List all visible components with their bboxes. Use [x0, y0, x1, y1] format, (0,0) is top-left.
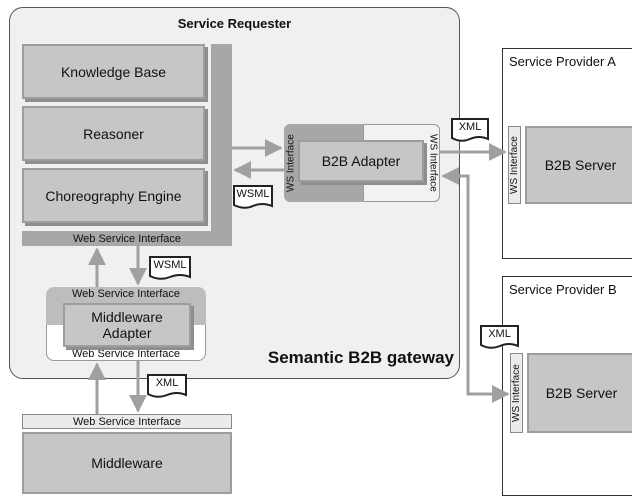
- middleware-adapter-block: Middleware Adapter: [63, 303, 191, 347]
- service-provider-b-title: Service Provider B: [509, 282, 617, 297]
- middleware-adapter-label: Middleware Adapter: [91, 309, 163, 341]
- knowledge-base-block: Knowledge Base: [22, 44, 205, 99]
- gateway-label: Semantic B2B gateway: [267, 348, 454, 367]
- provider-b-b2b-server: B2B Server: [527, 353, 632, 433]
- reasoner-block: Reasoner: [22, 106, 205, 161]
- middleware-web-service-interface: Web Service Interface: [22, 414, 232, 429]
- service-requester-title: Service Requester: [177, 15, 292, 31]
- stack-side-bar: [211, 44, 232, 246]
- xml-tag-middleware: XML: [155, 376, 179, 389]
- middleware-adapter-bottom-wsi: Web Service Interface: [71, 348, 180, 360]
- xml-tag-provider-b: XML: [488, 327, 511, 340]
- wsml-tag-gateway: WSML: [236, 187, 270, 200]
- arrow-provider-b-to-b2b: [441, 167, 510, 403]
- provider-a-b2b-server: B2B Server: [525, 126, 632, 204]
- middleware-block: Middleware: [22, 432, 232, 494]
- choreography-engine-block: Choreography Engine: [22, 168, 205, 223]
- b2b-adapter-right-wsi: WS Interface: [427, 134, 439, 192]
- wsml-tag-adapter: WSML: [153, 258, 187, 271]
- service-provider-a-title: Service Provider A: [509, 54, 616, 69]
- middleware-adapter-top-wsi: Web Service Interface: [71, 288, 180, 300]
- xml-tag-provider-a: XML: [458, 120, 482, 133]
- requester-web-service-interface: Web Service Interface: [22, 231, 232, 246]
- b2b-adapter-block: B2B Adapter: [298, 140, 424, 182]
